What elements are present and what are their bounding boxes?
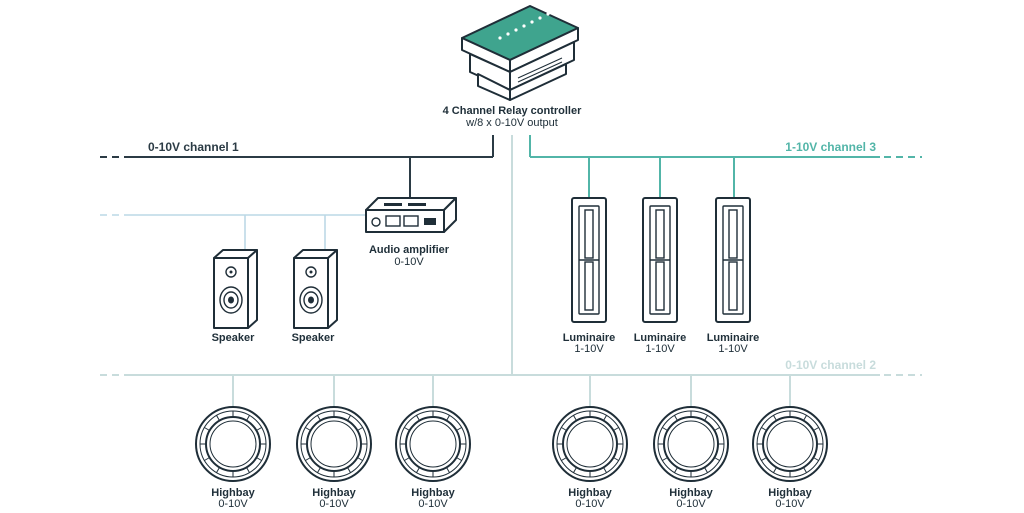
- din-rail-relay-controller-icon: [461, 5, 579, 101]
- amplifier-sub: 0-10V: [394, 256, 424, 268]
- linear-luminaire-icon: [715, 197, 751, 323]
- highbay-light-icon: [552, 406, 628, 482]
- highbay-label: Highbay: [411, 487, 455, 499]
- luminaire-label: Luminaire: [707, 332, 760, 344]
- channel-1-bus: [100, 135, 494, 200]
- highbay-sub: 0-10V: [575, 498, 605, 510]
- luminaire-2: Luminaire 1-10V: [634, 197, 687, 355]
- luminaire-1: Luminaire 1-10V: [563, 197, 616, 355]
- audio-amplifier-icon: [365, 197, 457, 233]
- highbay-label: Highbay: [568, 487, 612, 499]
- highbay-label: Highbay: [211, 487, 255, 499]
- highbay-light-icon: [296, 406, 372, 482]
- speaker-2: Speaker: [292, 249, 338, 344]
- speaker-1: Speaker: [212, 249, 258, 344]
- highbay-3: Highbay 0-10V: [395, 406, 471, 510]
- highbay-2: Highbay 0-10V: [296, 406, 372, 510]
- speaker-icon: [213, 249, 258, 329]
- highbay-label: Highbay: [312, 487, 356, 499]
- highbay-sub: 0-10V: [218, 498, 248, 510]
- channel-2-bus: [100, 135, 922, 408]
- highbay-sub: 0-10V: [676, 498, 706, 510]
- luminaire-3: Luminaire 1-10V: [707, 197, 760, 355]
- audio-bus: [100, 214, 366, 250]
- channel-3-label: 1-10V channel 3: [785, 140, 876, 154]
- luminaire-label: Luminaire: [563, 332, 616, 344]
- channel-3-bus: [529, 135, 922, 198]
- highbay-light-icon: [395, 406, 471, 482]
- highbay-light-icon: [752, 406, 828, 482]
- highbay-label: Highbay: [768, 487, 812, 499]
- linear-luminaire-icon: [642, 197, 678, 323]
- highbay-sub: 0-10V: [319, 498, 349, 510]
- highbay-label: Highbay: [669, 487, 713, 499]
- luminaire-sub: 1-10V: [718, 343, 748, 355]
- highbay-4: Highbay 0-10V: [552, 406, 628, 510]
- highbay-1: Highbay 0-10V: [195, 406, 271, 510]
- luminaire-label: Luminaire: [634, 332, 687, 344]
- highbay-sub: 0-10V: [418, 498, 448, 510]
- luminaire-sub: 1-10V: [645, 343, 675, 355]
- highbay-light-icon: [195, 406, 271, 482]
- highbay-5: Highbay 0-10V: [653, 406, 729, 510]
- controller-subtitle: w/8 x 0-10V output: [465, 117, 558, 129]
- channel-2-label: 0-10V channel 2: [785, 358, 876, 372]
- linear-luminaire-icon: [571, 197, 607, 323]
- amplifier-label: Audio amplifier: [369, 244, 450, 256]
- channel-1-label: 0-10V channel 1: [148, 140, 239, 154]
- speaker-label: Speaker: [212, 332, 256, 344]
- highbay-light-icon: [653, 406, 729, 482]
- speaker-icon: [293, 249, 338, 329]
- speaker-label: Speaker: [292, 332, 336, 344]
- luminaire-sub: 1-10V: [574, 343, 604, 355]
- highbay-sub: 0-10V: [775, 498, 805, 510]
- controller-title: 4 Channel Relay controller: [443, 105, 582, 117]
- highbay-6: Highbay 0-10V: [752, 406, 828, 510]
